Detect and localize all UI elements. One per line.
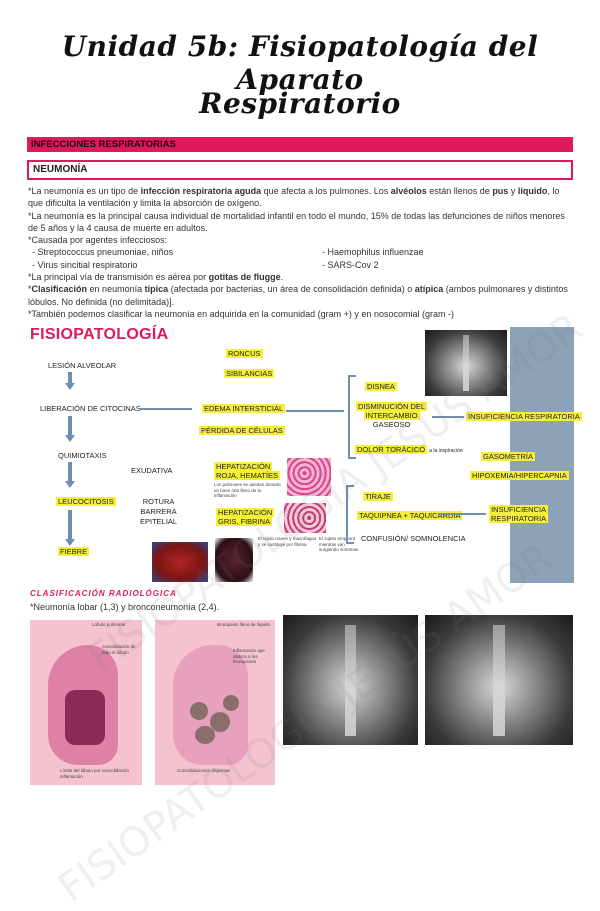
xray-lobar	[283, 615, 418, 745]
note-hepatizacion-roja: Los pulmones se quedan durante un buen r…	[214, 482, 281, 498]
histology-image-roja	[287, 458, 331, 496]
agent-item: - Virus sincitial respiratorio	[32, 259, 138, 270]
arrow-icon	[140, 408, 192, 410]
paragraph-transmission: *La principal vía de transmisión es aére…	[28, 272, 284, 283]
paragraph-acquired: *También podemos clasificar la neumonía …	[28, 308, 454, 319]
bracket-symptoms-2	[346, 485, 354, 544]
node-gasometria: GASOMETRÍA	[481, 452, 536, 461]
node-edema-intersticial: EDEMA INTERSTICIAL	[202, 404, 286, 413]
consolidation-spot	[195, 726, 215, 744]
note-hepatizacion-gris: El tejido muere y macrófagos y se sustit…	[258, 536, 317, 547]
label-bronco-1: Bronquiolo lleno de líquido	[217, 622, 271, 627]
arrow-icon	[65, 539, 75, 546]
agent-item: - SARS-Cov 2	[322, 259, 379, 270]
body-text: *La neumonía es un tipo de infección res…	[28, 185, 576, 320]
label-lobar-1: Lóbulo pulmonar	[92, 622, 126, 627]
fisiopatologia-heading: FISIOPATOLOGÍA	[30, 326, 169, 343]
lung-specimen-image-2	[215, 538, 253, 582]
lobar-pneumonia-illustration: Lóbulo pulmonar consolidación de todo el…	[30, 620, 142, 785]
arrow-icon	[65, 435, 75, 442]
node-quimiotaxis: QUIMIOTAXIS	[58, 451, 107, 460]
node-perdida-celulas: PÉRDIDA DE CÉLULAS	[199, 426, 285, 435]
arrow-icon	[68, 462, 72, 482]
chest-xray-image	[425, 330, 507, 396]
node-lesion-alveolar: LESIÓN ALVEOLAR	[48, 361, 117, 370]
node-disnea: DISNEA	[365, 382, 397, 391]
agent-item: - Streptococcus pneumoniae, niños	[32, 247, 174, 258]
node-dolor-toracico: DOLOR TORÁCICO a la inspiración	[355, 445, 463, 454]
paragraph-mortality: *La neumonía es la principal causa indiv…	[28, 210, 565, 233]
arrow-icon	[68, 510, 72, 540]
node-tiraje: TIRAJE	[363, 492, 393, 501]
node-sibilancias: SIBILANCIAS	[224, 369, 275, 378]
arrow-icon	[68, 372, 72, 384]
bronchopneumonia-illustration: Bronquiolo lleno de líquido Inflamación …	[155, 620, 275, 785]
document-page: Unidad 5b: Fisiopatología del Aparato Re…	[27, 30, 591, 911]
label-bronco-3: Consolidaciones dispersas	[177, 768, 231, 773]
arrow-icon	[432, 416, 464, 418]
agents-list: - Streptococcus pneumoniae, niños - Viru…	[28, 246, 576, 271]
agent-item: - Haemophilus influenzae	[322, 247, 424, 258]
node-fiebre: FIEBRE	[58, 547, 90, 556]
node-hepatizacion-roja: HEPATIZACIÓN ROJA, HEMATÍES	[214, 462, 280, 480]
node-roncus: RONCUS	[226, 349, 263, 358]
arrow-icon	[68, 416, 72, 436]
node-leucocitosis: LEUCOCITOSIS	[56, 497, 116, 506]
node-insuficiencia-respiratoria: INSUFICIENCIA RESPIRATORIA	[466, 412, 582, 421]
arrow-icon	[65, 383, 75, 390]
consolidation-spot	[210, 712, 230, 732]
page-title-line2: Respiratorio	[199, 87, 401, 120]
node-disminucion-intercambio: DISMINUCIÓN DEL INTERCAMBIO GASEOSO	[356, 402, 428, 429]
node-insuficiencia-respiratoria-2: INSUFICIENCIA RESPIRATORIA	[489, 505, 549, 523]
node-liberacion-citocinas: LIBERACIÓN DE CITOCINAS	[40, 404, 141, 413]
page-title-line1: Unidad 5b: Fisiopatología del Aparato	[61, 30, 539, 96]
consolidation-spot	[190, 702, 208, 720]
node-exudativa: EXUDATIVA	[131, 466, 173, 475]
label-lobar-3: Límite del lóbulo por consolidación infl…	[60, 768, 130, 779]
node-hipoxemia: HIPOXEMIA/HIPERCAPNIA	[470, 471, 569, 480]
paragraph-agents: *Causada por agentes infecciosos:	[28, 235, 168, 246]
bracket-symptoms-1	[348, 375, 356, 459]
arrow-icon	[286, 410, 344, 412]
arrow-icon	[65, 481, 75, 488]
node-rotura-barrera: ROTURA BARRERA EPITELIAL	[140, 497, 178, 526]
label-lobar-2: consolidación de todo el lóbulo	[102, 644, 136, 655]
paragraph-definition: *La neumonía es un tipo de infección res…	[28, 186, 560, 209]
node-taquipnea: TAQUIPNEA + TAQUICARDIA	[357, 511, 463, 520]
lung-specimen-image-1	[152, 542, 208, 582]
consolidation-area	[65, 690, 105, 745]
histology-image-gris	[284, 503, 326, 533]
section-header: INFECCIONES RESPIRATORIAS	[27, 137, 573, 152]
xray-bronconeumonia	[425, 615, 573, 745]
arrow-icon	[438, 513, 486, 515]
clasificacion-heading: CLASIFICACIÓN RADIOLÓGICA	[30, 589, 177, 598]
node-hepatizacion-gris: HEPATIZACIÓN GRIS, FIBRINA	[216, 508, 275, 526]
subsection-header: NEUMONÍA	[27, 160, 573, 180]
paragraph-classification: *Clasificación en neumonía típica (afect…	[28, 284, 568, 307]
label-bronco-2: Inflamación que abarca a los bronquiolos	[233, 648, 265, 664]
clasificacion-text: *Neumonía lobar (1,3) y bronconeumonía (…	[30, 602, 220, 612]
node-confusion: CONFUSIÓN/ SOMNOLENCIA	[361, 534, 466, 543]
consolidation-spot	[223, 695, 239, 711]
note-sujeto: El sujeto empeora mientras van surgiendo…	[319, 536, 359, 552]
